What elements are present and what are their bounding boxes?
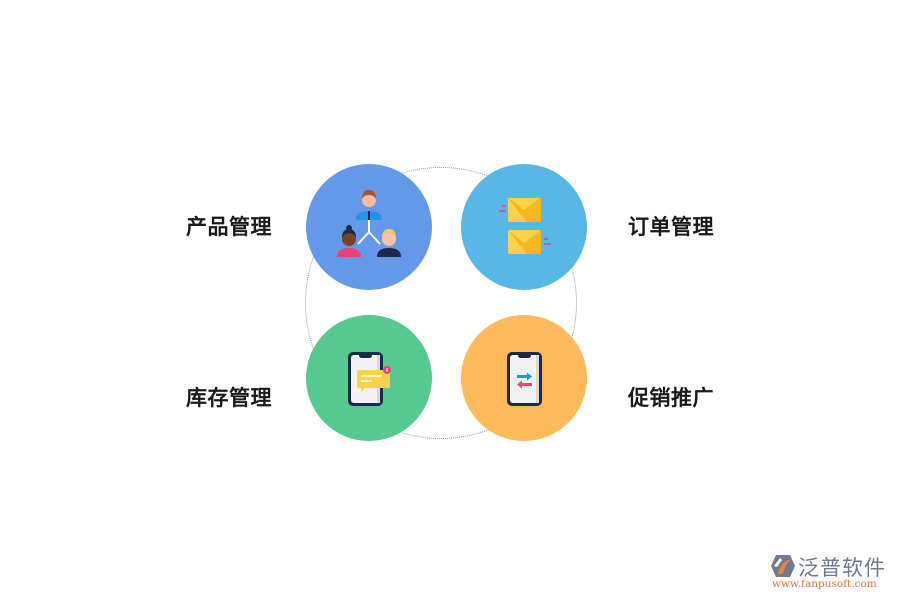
phone-message-icon bbox=[348, 352, 391, 406]
node-product-management bbox=[306, 164, 432, 290]
watermark-url: www.fanpusoft.com bbox=[772, 578, 877, 590]
fanpusoft-logo-icon bbox=[771, 555, 795, 577]
phone-transfer-icon bbox=[507, 352, 542, 406]
node-promotion bbox=[461, 315, 587, 441]
fanpusoft-watermark: 泛普软件 www.fanpusoft.com bbox=[770, 552, 895, 592]
label-inventory-management: 库存管理 bbox=[186, 386, 272, 410]
watermark-brand: 泛普软件 bbox=[798, 556, 886, 580]
label-promotion: 促销推广 bbox=[628, 386, 714, 410]
label-product-management: 产品管理 bbox=[186, 215, 272, 239]
envelopes-icon bbox=[499, 197, 551, 254]
people-hierarchy-icon bbox=[337, 190, 401, 257]
dotted-connector-ring bbox=[305, 167, 577, 439]
node-order-management bbox=[461, 164, 587, 290]
label-order-management: 订单管理 bbox=[628, 215, 714, 239]
node-inventory-management bbox=[306, 315, 432, 441]
